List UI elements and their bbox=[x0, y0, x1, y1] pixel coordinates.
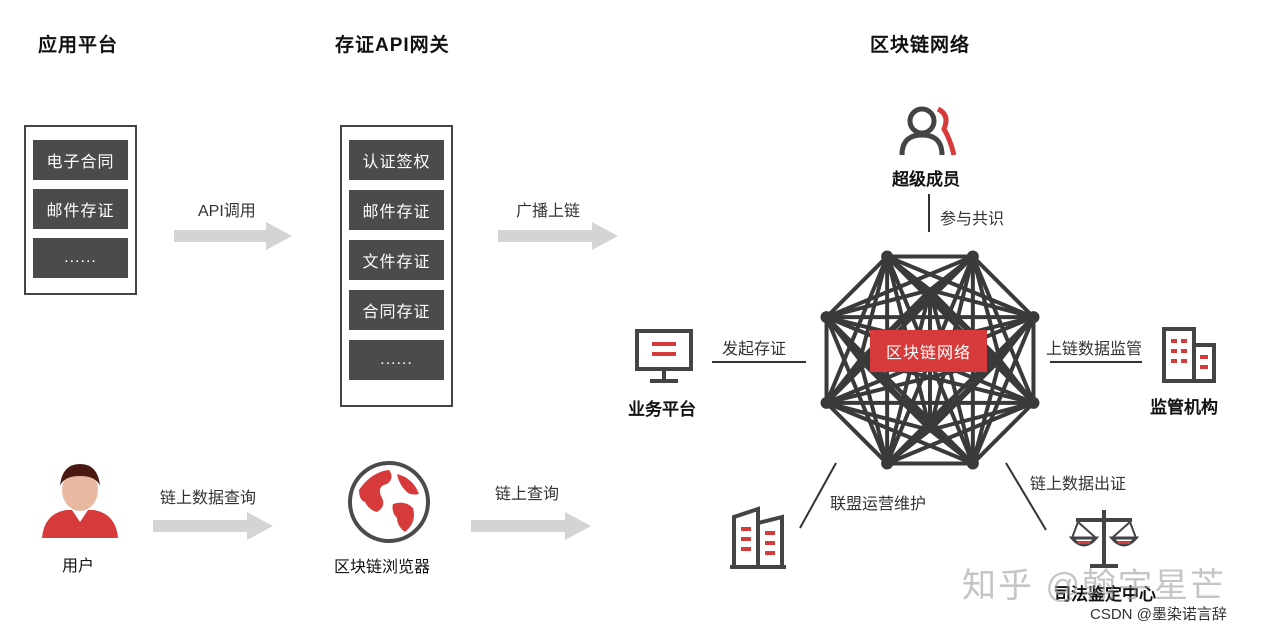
gateway-item-mail: 邮件存证 bbox=[349, 190, 444, 230]
alliance-maintenance-label: 联盟运营维护 bbox=[830, 496, 927, 513]
mesh-edge bbox=[971, 401, 1035, 465]
app-item-mail: 邮件存证 bbox=[33, 189, 128, 229]
api-call-label: API调用 bbox=[198, 203, 256, 220]
business-platform-connector bbox=[712, 361, 806, 363]
network-center-box: 区块链网络 bbox=[870, 330, 987, 372]
certify-label: 链上数据出证 bbox=[1030, 476, 1127, 493]
super-member-icon bbox=[899, 106, 957, 156]
regulator-building-icon bbox=[1162, 327, 1216, 383]
mesh-node bbox=[881, 457, 894, 470]
mesh-edge bbox=[825, 255, 889, 319]
broadcast-arrow bbox=[498, 222, 618, 250]
mesh-edge bbox=[858, 256, 890, 361]
mesh-edge bbox=[971, 255, 1035, 319]
column-title-app: 应用平台 bbox=[38, 35, 119, 56]
business-platform-icon bbox=[635, 329, 693, 383]
mesh-edge bbox=[824, 316, 889, 465]
chain-data-query-arrow bbox=[153, 512, 273, 540]
csdn-watermark: CSDN @墨染诺言辞 bbox=[1090, 606, 1227, 623]
mesh-node bbox=[1027, 311, 1040, 324]
supervise-label: 上链数据监管 bbox=[1046, 341, 1143, 358]
regulator-label: 监管机构 bbox=[1150, 398, 1218, 417]
alliance-building-icon bbox=[730, 506, 786, 569]
participate-consensus-label: 参与共识 bbox=[940, 211, 1005, 228]
initiate-evidence-label: 发起存证 bbox=[722, 341, 787, 358]
mesh-node bbox=[1027, 396, 1040, 409]
blockchain-mesh bbox=[820, 250, 1040, 470]
chain-data-query-label: 链上数据查询 bbox=[160, 490, 257, 507]
zhihu-watermark: 知乎 @翰宇星芒 bbox=[962, 567, 1226, 605]
super-member-connector bbox=[928, 194, 930, 232]
mesh-edge bbox=[970, 359, 1002, 464]
column-title-gateway: 存证API网关 bbox=[335, 35, 450, 56]
mesh-edge bbox=[824, 255, 889, 404]
mesh-edge bbox=[825, 401, 889, 465]
mesh-edge bbox=[824, 315, 862, 362]
gateway-stack: 认证签权 邮件存证 文件存证 合同存证 ...... bbox=[340, 125, 453, 407]
mesh-edge bbox=[928, 288, 1002, 362]
gateway-item-contract: 合同存证 bbox=[349, 290, 444, 330]
mesh-edge bbox=[886, 254, 1035, 319]
app-item-more: ...... bbox=[33, 238, 128, 278]
mesh-edge bbox=[998, 358, 1036, 405]
mesh-edge bbox=[826, 288, 931, 320]
mesh-edge bbox=[929, 288, 1034, 320]
app-item-e-contract: 电子合同 bbox=[33, 140, 128, 180]
mesh-edge bbox=[928, 358, 1002, 432]
super-member-label: 超级成员 bbox=[892, 170, 960, 189]
mesh-node bbox=[820, 311, 833, 324]
on-chain-query-arrow bbox=[471, 512, 591, 540]
business-platform-label: 业务平台 bbox=[628, 400, 696, 419]
user-label: 用户 bbox=[62, 558, 95, 575]
judicial-scale-icon bbox=[1068, 510, 1140, 568]
mesh-node bbox=[881, 250, 894, 263]
mesh-edge bbox=[998, 315, 1036, 362]
column-title-network: 区块链网络 bbox=[870, 35, 971, 56]
mesh-edge bbox=[825, 401, 974, 466]
mesh-edge bbox=[826, 400, 931, 432]
app-platform-stack: 电子合同 邮件存证 ...... bbox=[24, 125, 137, 295]
mesh-node bbox=[966, 250, 979, 263]
mesh-node bbox=[966, 457, 979, 470]
mesh-edge bbox=[858, 359, 890, 464]
user-icon bbox=[42, 464, 118, 538]
judicial-connector bbox=[1005, 462, 1047, 531]
gateway-item-file: 文件存证 bbox=[349, 240, 444, 280]
mesh-edge bbox=[824, 358, 862, 405]
alliance-connector bbox=[799, 462, 837, 529]
network-center-label: 区块链网络 bbox=[885, 345, 971, 362]
mesh-edge bbox=[885, 289, 932, 464]
explorer-label: 区块链浏览器 bbox=[334, 559, 431, 576]
regulator-connector bbox=[1050, 361, 1142, 363]
on-chain-query-label: 链上查询 bbox=[495, 486, 560, 503]
gateway-item-auth: 认证签权 bbox=[349, 140, 444, 180]
mesh-edge bbox=[929, 400, 1034, 432]
judicial-center-label: 司法鉴定中心 bbox=[1054, 585, 1156, 604]
broadcast-label: 广播上链 bbox=[516, 203, 581, 220]
mesh-node bbox=[820, 396, 833, 409]
api-call-arrow bbox=[174, 222, 292, 250]
mesh-edge bbox=[970, 256, 1002, 361]
gateway-item-more: ...... bbox=[349, 340, 444, 380]
mesh-edge bbox=[928, 289, 975, 464]
explorer-globe-icon bbox=[348, 461, 430, 543]
